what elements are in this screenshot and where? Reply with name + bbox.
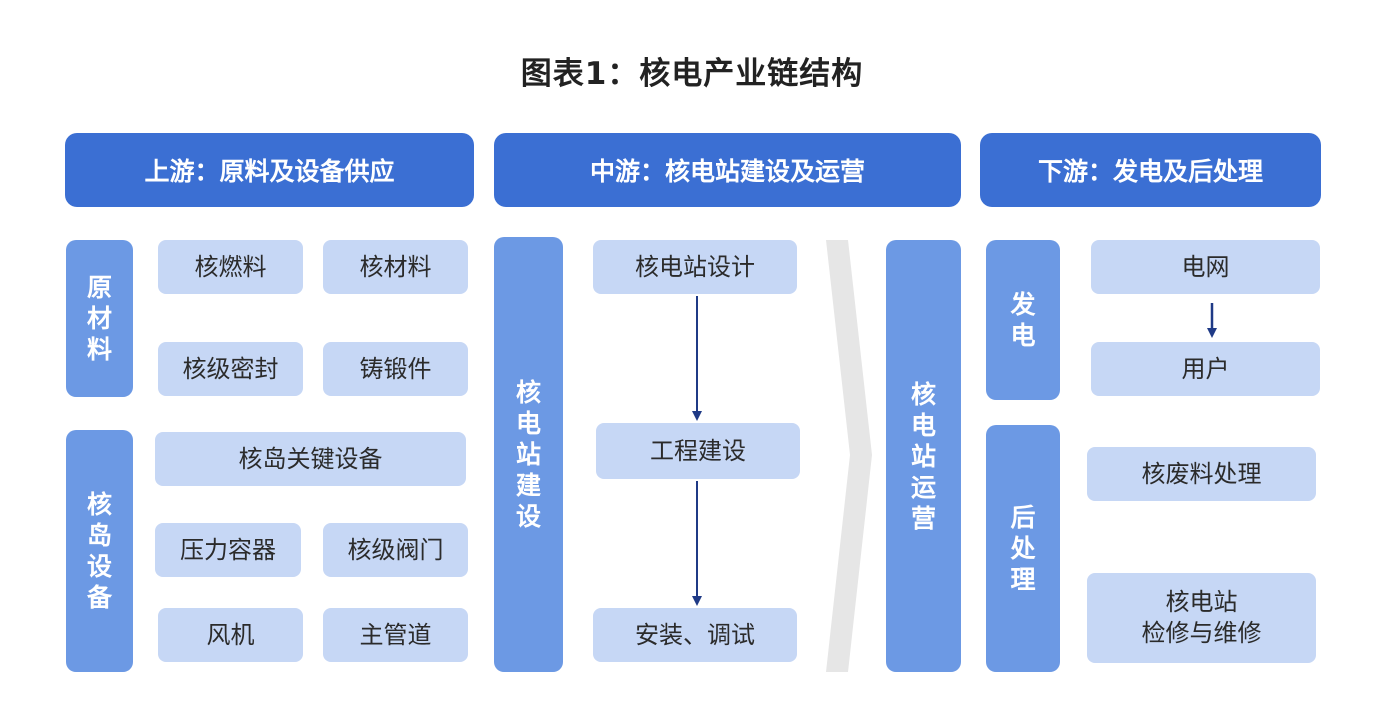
diagram-title: 图表1：核电产业链结构 <box>520 56 864 92</box>
step-engineering: 工程建设 <box>596 423 800 479</box>
item-pressure-vessel: 压力容器 <box>155 523 301 577</box>
post-processing-label: 后处理 <box>1010 503 1036 594</box>
item-nuclear-valve: 核级阀门 <box>323 523 468 577</box>
operation-bar: 核电站运营 <box>886 240 961 672</box>
nuclear-island-bar: 核岛设备 <box>66 430 133 672</box>
construction-bar: 核电站建设 <box>494 237 563 672</box>
item-nuclear-fuel: 核燃料 <box>158 240 303 294</box>
step-installation: 安装、调试 <box>593 608 797 662</box>
item-grid: 电网 <box>1091 240 1320 294</box>
construction-label: 核电站建设 <box>515 378 541 531</box>
operation-label: 核电站运营 <box>910 379 936 533</box>
header-midstream: 中游：核电站建设及运营 <box>494 133 961 207</box>
item-nuclear-material: 核材料 <box>323 240 468 294</box>
post-processing-bar: 后处理 <box>986 425 1060 672</box>
header-downstream: 下游：发电及后处理 <box>980 133 1321 207</box>
item-maintenance: 核电站 检修与维修 <box>1087 573 1316 663</box>
item-nuclear-waste: 核废料处理 <box>1087 447 1316 501</box>
item-user: 用户 <box>1091 342 1320 396</box>
item-nuclear-seal: 核级密封 <box>158 342 303 396</box>
raw-materials-label: 原材料 <box>86 273 112 364</box>
raw-materials-bar: 原材料 <box>66 240 133 397</box>
item-fan: 风机 <box>158 608 303 662</box>
item-forgings: 铸锻件 <box>323 342 468 396</box>
nuclear-island-label: 核岛设备 <box>86 490 112 612</box>
item-main-pipe: 主管道 <box>323 608 468 662</box>
generation-label: 发电 <box>1010 290 1036 350</box>
flow-chevron <box>826 240 872 672</box>
header-upstream: 上游：原料及设备供应 <box>65 133 474 207</box>
generation-bar: 发电 <box>986 240 1060 400</box>
item-island-key-equipment: 核岛关键设备 <box>155 432 466 486</box>
step-design: 核电站设计 <box>593 240 797 294</box>
